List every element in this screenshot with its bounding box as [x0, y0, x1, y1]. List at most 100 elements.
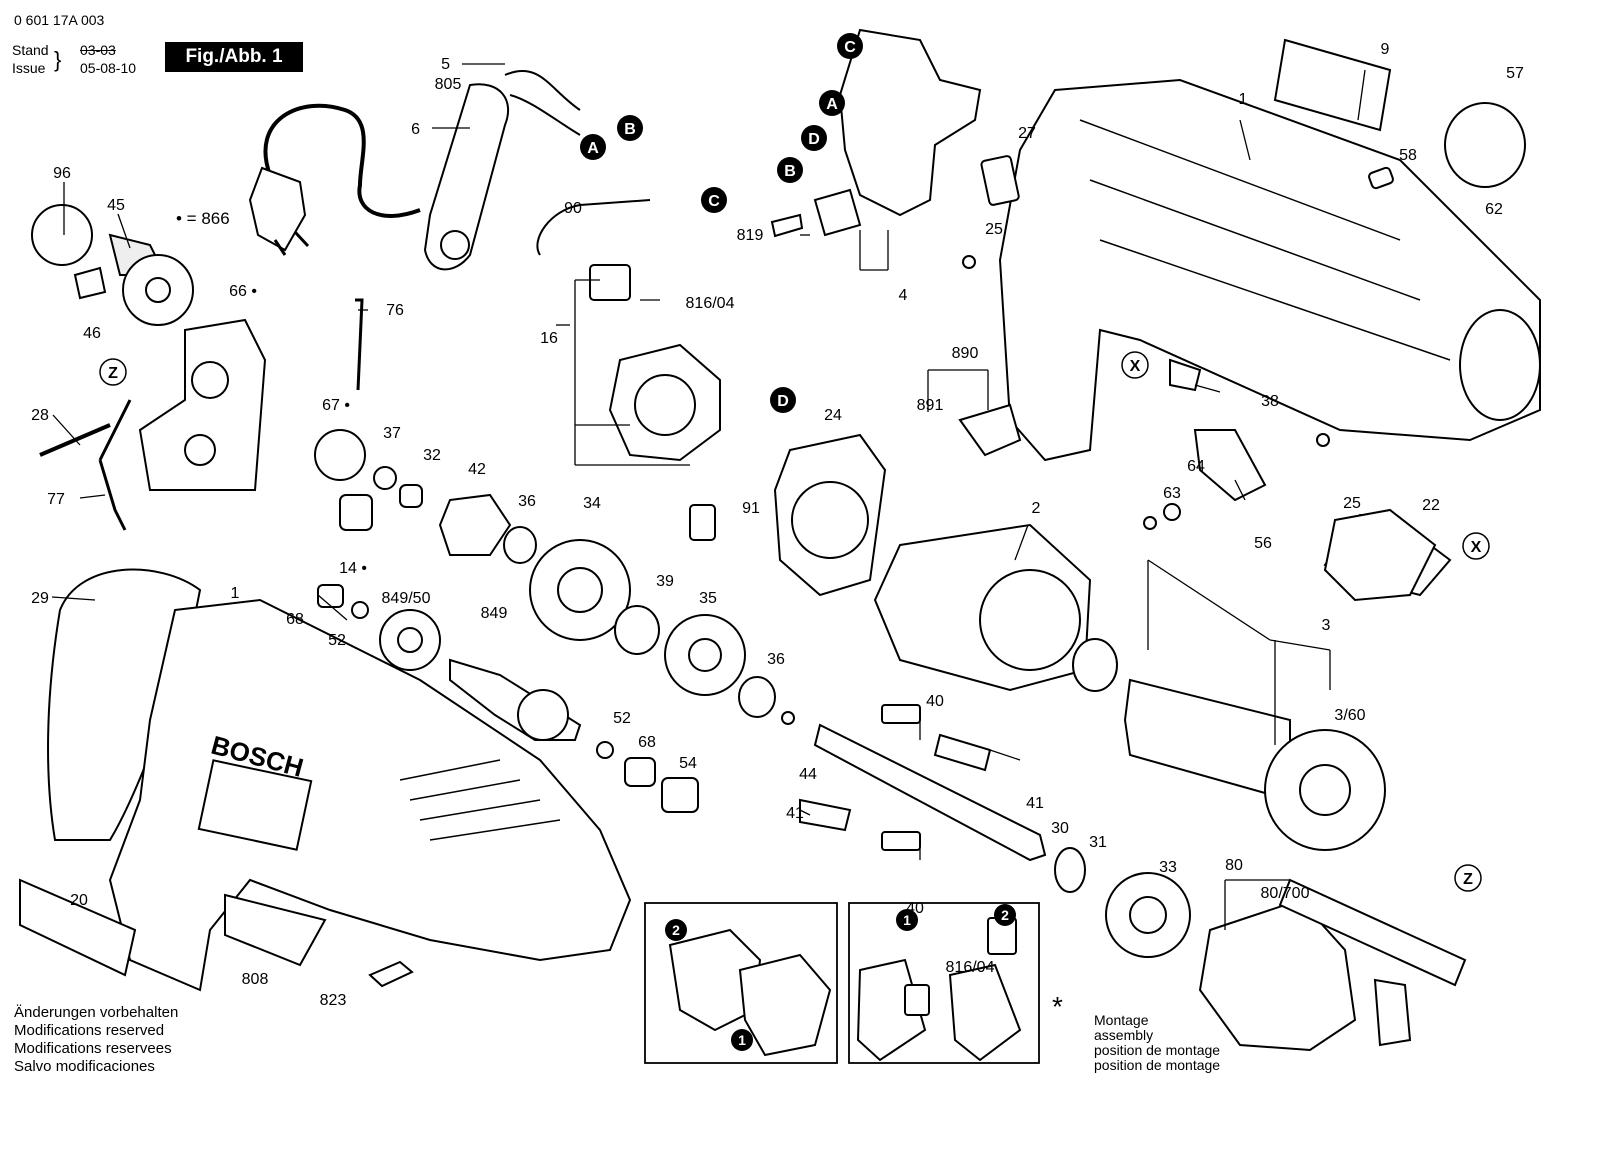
callout-16: 16 — [540, 330, 558, 347]
callout-31: 31 — [1089, 834, 1107, 851]
callout-6: 6 — [411, 121, 420, 138]
gear-housing-parts — [31, 204, 795, 813]
connector-c-1: C — [708, 193, 720, 210]
callout-41b: 41 — [786, 805, 804, 822]
callout-56: 56 — [1254, 535, 1272, 552]
part-callouts: 5 805 6 96 45 46 66 • 76 28 77 67 • 37 3… — [31, 41, 1524, 1009]
step-2-right: 2 — [1001, 907, 1009, 923]
callout-35: 35 — [699, 590, 717, 607]
callout-816-04: 816/04 — [686, 295, 735, 312]
callout-57: 57 — [1506, 65, 1524, 82]
callout-36a: 36 — [518, 493, 536, 510]
callout-24: 24 — [824, 407, 842, 424]
callout-68a: 68 — [286, 611, 304, 628]
callout-63: 63 — [1163, 485, 1181, 502]
callout-41a: 41 — [1026, 795, 1044, 812]
callout-27: 27 — [1018, 125, 1036, 142]
connector-z-1: Z — [108, 365, 118, 382]
callout-76: 76 — [386, 302, 404, 319]
callout-9: 9 — [1381, 41, 1390, 58]
callout-890: 890 — [952, 345, 979, 362]
legend-note: • = 866 — [176, 209, 230, 228]
callout-52b: 52 — [613, 710, 631, 727]
assembly-inset-right — [848, 902, 1040, 1064]
right-housing — [958, 38, 1541, 597]
issue-label: Issue — [12, 60, 46, 76]
step-2-left: 2 — [672, 922, 680, 938]
callout-54: 54 — [679, 755, 697, 772]
callout-14: 14 • — [339, 560, 367, 577]
connector-c-2: C — [844, 39, 856, 56]
connector-markers: A B C C A D B D Z Z X X 2 1 1 2 — [99, 33, 1490, 1051]
callout-62: 62 — [1485, 201, 1503, 218]
modifications-en: Modifications reserved — [14, 1022, 165, 1039]
callout-40a: 40 — [926, 693, 944, 710]
callout-25a: 25 — [985, 221, 1003, 238]
callout-66: 66 • — [229, 283, 257, 300]
callout-45: 45 — [107, 197, 125, 214]
modifications-es: Salvo modificaciones — [14, 1058, 155, 1075]
callout-80-700: 80/700 — [1261, 885, 1310, 902]
step-1-right: 1 — [903, 912, 911, 928]
callout-3-60: 3/60 — [1334, 707, 1365, 724]
connector-a-2: A — [826, 96, 838, 113]
callout-25b: 25 — [1343, 495, 1361, 512]
callout-96: 96 — [53, 165, 71, 182]
leader-lines — [51, 63, 1366, 930]
assembly-note-de: Montage — [1094, 1012, 1149, 1028]
callout-28: 28 — [31, 407, 49, 424]
issue-date: 05-08-10 — [80, 60, 137, 76]
modifications-fr: Modifications reservees — [14, 1040, 172, 1057]
callout-67: 67 • — [322, 397, 350, 414]
callout-819: 819 — [737, 227, 764, 244]
figure-label: Fig./Abb. 1 — [165, 42, 303, 72]
motor-assembly — [799, 508, 1467, 1052]
callout-64: 64 — [1187, 458, 1205, 475]
callout-77: 77 — [47, 491, 65, 508]
connector-x-2: X — [1471, 539, 1482, 556]
callout-5: 5 — [441, 56, 450, 73]
connector-x-1: X — [1130, 358, 1141, 375]
callout-20: 20 — [70, 892, 88, 909]
callout-3: 3 — [1322, 617, 1331, 634]
power-cord — [248, 69, 581, 271]
callout-22: 22 — [1422, 497, 1440, 514]
callout-39: 39 — [656, 573, 674, 590]
callout-805: 805 — [435, 76, 462, 93]
callout-32: 32 — [423, 447, 441, 464]
modifications-de: Änderungen vorbehalten — [14, 1004, 179, 1021]
callout-90: 90 — [564, 200, 582, 217]
callout-849-50: 849/50 — [382, 590, 431, 607]
callout-38: 38 — [1261, 393, 1279, 410]
callout-68b: 68 — [638, 734, 656, 751]
callout-823: 823 — [320, 992, 347, 1009]
callout-4: 4 — [899, 287, 908, 304]
callout-80: 80 — [1225, 857, 1243, 874]
callout-30: 30 — [1051, 820, 1069, 837]
connector-d-2: D — [777, 393, 789, 410]
stand-label: Stand — [12, 42, 49, 58]
assembly-note-en: assembly — [1094, 1027, 1154, 1043]
connector-d-1: D — [808, 131, 820, 148]
callout-52a: 52 — [328, 632, 346, 649]
step-1-left: 1 — [738, 1032, 746, 1048]
switch-assembly — [536, 28, 982, 597]
callout-2: 2 — [1032, 500, 1041, 517]
connector-z-2: Z — [1463, 871, 1473, 888]
callout-34: 34 — [583, 495, 601, 512]
callout-1a: 1 — [231, 585, 240, 602]
callout-33: 33 — [1159, 859, 1177, 876]
connector-b-2: B — [784, 163, 796, 180]
callout-849: 849 — [481, 605, 508, 622]
callout-46: 46 — [83, 325, 101, 342]
main-housing: BOSCH — [19, 568, 632, 992]
callout-44: 44 — [799, 766, 817, 783]
callout-58: 58 — [1399, 147, 1417, 164]
document-number: 0 601 17A 003 — [14, 12, 105, 28]
callout-29: 29 — [31, 590, 49, 607]
assembly-note-fr: position de montage — [1094, 1042, 1221, 1058]
callout-816-04-inset: 816/04 — [946, 959, 995, 976]
assembly-asterisk: * — [1052, 991, 1063, 1022]
callout-808: 808 — [242, 971, 269, 988]
